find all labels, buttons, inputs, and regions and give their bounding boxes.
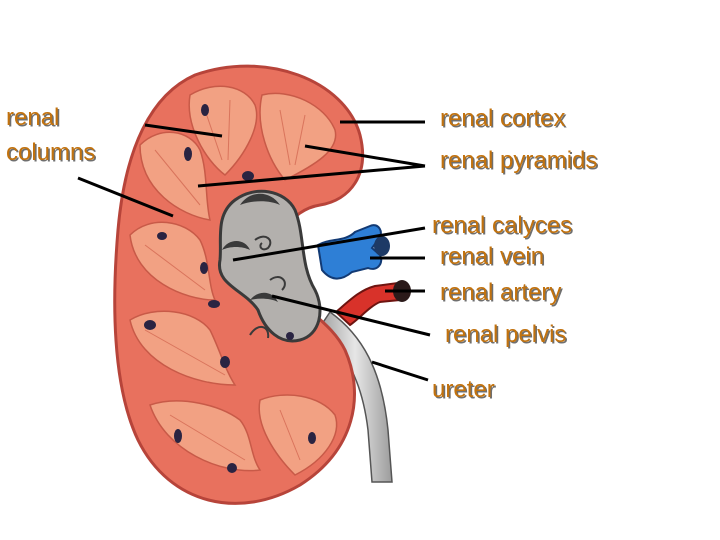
vein-opening	[374, 236, 390, 256]
leader-line-columns-lower	[77, 176, 174, 218]
leader-lines	[77, 120, 431, 382]
label-renal-pyramids: renal pyramids	[440, 147, 598, 174]
label-ureter: ureter	[432, 376, 495, 403]
leader-line-columns-upper	[144, 123, 223, 138]
leader-line-calyces	[232, 226, 426, 262]
renal-sinus	[218, 189, 322, 343]
calyx-swirls	[249, 235, 286, 339]
label-renal-cortex: renal cortex	[440, 105, 566, 132]
label-renal-pelvis: renal pelvis	[445, 321, 567, 348]
label-renal-columns-line1: renal	[6, 104, 60, 131]
label-renal-calyces: renal calyces	[432, 212, 573, 239]
leader-line-ureter	[371, 360, 429, 382]
renal-vein	[316, 224, 383, 280]
label-renal-columns-line2: columns	[6, 139, 96, 166]
leader-line-pyramids-upper	[304, 144, 426, 168]
label-renal-artery: renal artery	[440, 279, 562, 306]
calyx-cups	[222, 193, 280, 302]
leader-line-pelvis	[271, 294, 431, 337]
vessel-spots	[144, 104, 316, 473]
leader-line-pyramids-lower	[197, 164, 426, 188]
label-renal-vein: renal vein	[440, 243, 545, 270]
